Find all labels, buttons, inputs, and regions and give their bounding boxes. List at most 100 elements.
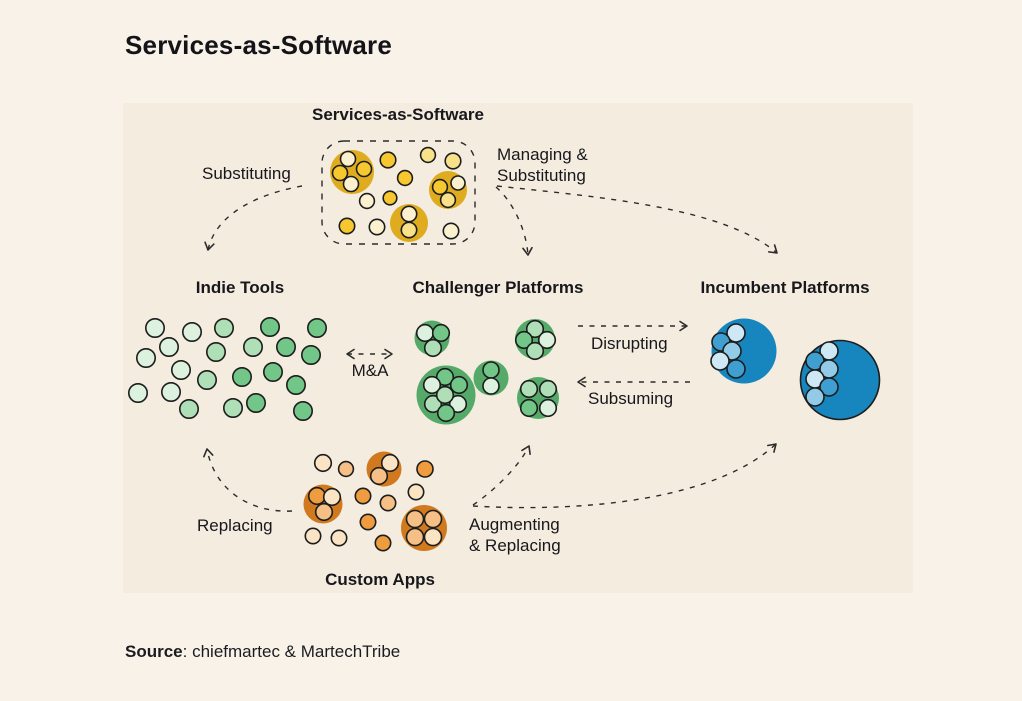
indie-tools-cluster-circle	[223, 397, 244, 418]
indie-tools-cluster-circle	[246, 392, 267, 413]
indie-tools-cluster-circle	[214, 317, 235, 338]
custom-apps-cluster-circle	[380, 453, 400, 473]
challenger-platforms-cluster-circle	[525, 319, 545, 339]
custom-apps-cluster-circle	[405, 527, 425, 547]
custom-apps-cluster-circle	[401, 505, 447, 551]
indie-tools-cluster-circle	[232, 366, 253, 387]
challenger-platforms-cluster-circle	[423, 338, 443, 358]
source-text: : chiefmartec & MartechTribe	[182, 642, 401, 661]
arrow-managing-to-challenger	[495, 186, 533, 256]
custom-apps-cluster-circle	[354, 487, 372, 505]
source-line: Source: chiefmartec & MartechTribe	[125, 642, 400, 662]
label-managing-substituting: Managing &Substituting	[497, 145, 588, 185]
indie-tools-cluster-circle	[159, 336, 180, 357]
services-as-software-cluster-circle	[439, 191, 457, 209]
services-as-software-cluster-circle	[368, 218, 386, 236]
arrow-augmenting-to-incumbent	[472, 443, 777, 509]
label-custom-apps: Custom Apps	[325, 570, 435, 589]
challenger-platforms-cluster-circle	[538, 398, 558, 418]
incumbent-platforms-cluster-circle	[819, 377, 839, 397]
indie-tools-cluster-circle	[206, 341, 227, 362]
custom-apps-cluster-circle	[307, 486, 327, 506]
label-augmenting-replacing: Augmenting& Replacing	[469, 515, 561, 555]
challenger-platforms-cluster-circle	[422, 375, 442, 395]
services-as-software-cluster-circle	[450, 175, 466, 191]
challenger-platforms-cluster-circle	[415, 323, 435, 343]
indie-tools-cluster-circle	[136, 347, 157, 368]
indie-tools-cluster-circle	[292, 400, 313, 421]
indie-tools-cluster-circle	[243, 336, 264, 357]
indie-tools-cluster-circle	[179, 398, 200, 419]
page-title: Services-as-Software	[125, 30, 393, 61]
services-as-software-cluster-circle	[431, 178, 449, 196]
services-as-software-cluster-circle	[400, 221, 418, 239]
indie-tools-cluster-circle	[262, 361, 283, 382]
custom-apps-cluster	[303, 451, 447, 552]
indie-tools-cluster-circle	[275, 336, 296, 357]
services-as-software-cluster-circle	[382, 190, 398, 206]
custom-apps-cluster-circle	[330, 529, 348, 547]
label-challenger-platforms: Challenger Platforms	[413, 278, 584, 297]
challenger-platforms-cluster	[414, 319, 559, 425]
custom-apps-cluster-circle	[379, 494, 397, 512]
challenger-platforms-cluster-circle	[431, 323, 451, 343]
challenger-platforms-cluster-circle	[435, 367, 455, 387]
incumbent-platforms-cluster-circle	[726, 359, 746, 379]
incumbent-platforms-cluster	[710, 318, 881, 421]
label-disrupting: Disrupting	[591, 334, 668, 353]
indie-tools-cluster-circle	[300, 344, 321, 365]
indie-tools-cluster-circle	[161, 381, 182, 402]
custom-apps-cluster-circle	[369, 466, 389, 486]
challenger-platforms-cluster-circle	[537, 330, 557, 350]
indie-tools-cluster-circle	[171, 359, 192, 380]
custom-apps-cluster-circle	[423, 527, 443, 547]
services-as-software-cluster-circle	[396, 169, 414, 187]
arrow-replacing	[203, 448, 293, 512]
label-indie-tools: Indie Tools	[196, 278, 284, 297]
challenger-platforms-cluster-circle	[538, 379, 558, 399]
services-as-software-cluster-circle	[355, 160, 373, 178]
challenger-platforms-cluster-circle	[482, 361, 500, 379]
challenger-platforms-cluster-circle	[436, 403, 456, 423]
services-as-software-cluster-circle	[419, 146, 437, 164]
custom-apps-cluster-circle	[374, 534, 392, 552]
services-as-software-cluster-circle	[379, 151, 397, 169]
indie-tools-cluster-circle	[145, 317, 166, 338]
services-as-software-cluster-circle	[338, 217, 356, 235]
services-as-software-cluster-circle	[342, 175, 360, 193]
label-substituting: Substituting	[202, 164, 291, 183]
custom-apps-cluster-circle	[314, 502, 334, 522]
label-subsuming: Subsuming	[588, 389, 673, 408]
label-services-as-software: Services-as-Software	[312, 105, 484, 124]
label-replacing: Replacing	[197, 516, 273, 535]
services-as-software-cluster-box	[321, 140, 476, 245]
custom-apps-cluster-circle	[423, 509, 443, 529]
services-as-software-cluster-circle	[331, 164, 349, 182]
challenger-platforms-cluster-circle	[519, 398, 539, 418]
source-label: Source	[125, 642, 183, 661]
custom-apps-cluster-circle	[416, 460, 434, 478]
incumbent-platforms-cluster-circle	[805, 387, 825, 407]
custom-apps-cluster-circle	[359, 513, 377, 531]
incumbent-platforms-cluster-circle	[726, 323, 746, 343]
label-incumbent-platforms: Incumbent Platforms	[700, 278, 869, 297]
indie-tools-cluster	[128, 316, 327, 421]
challenger-platforms-cluster-circle	[482, 377, 500, 395]
arrow-substituting	[204, 185, 303, 251]
indie-tools-cluster-circle	[306, 317, 327, 338]
incumbent-platforms-cluster-circle	[710, 351, 730, 371]
services-as-software-cluster	[321, 140, 476, 245]
challenger-platforms-cluster-circle	[435, 385, 455, 405]
challenger-platforms-cluster-circle	[449, 375, 469, 395]
services-as-software-cluster-circle	[358, 192, 376, 210]
challenger-platforms-cluster-circle	[448, 394, 468, 414]
custom-apps-cluster-circle	[313, 453, 333, 473]
services-as-software-cluster-circle	[339, 150, 357, 168]
custom-apps-cluster-circle	[405, 509, 425, 529]
custom-apps-cluster-circle	[322, 487, 342, 507]
custom-apps-cluster-circle	[407, 483, 425, 501]
challenger-platforms-cluster-circle	[514, 330, 534, 350]
indie-tools-cluster-circle	[182, 321, 203, 342]
custom-apps-cluster-circle	[304, 527, 322, 545]
indie-tools-cluster-circle	[285, 374, 306, 395]
